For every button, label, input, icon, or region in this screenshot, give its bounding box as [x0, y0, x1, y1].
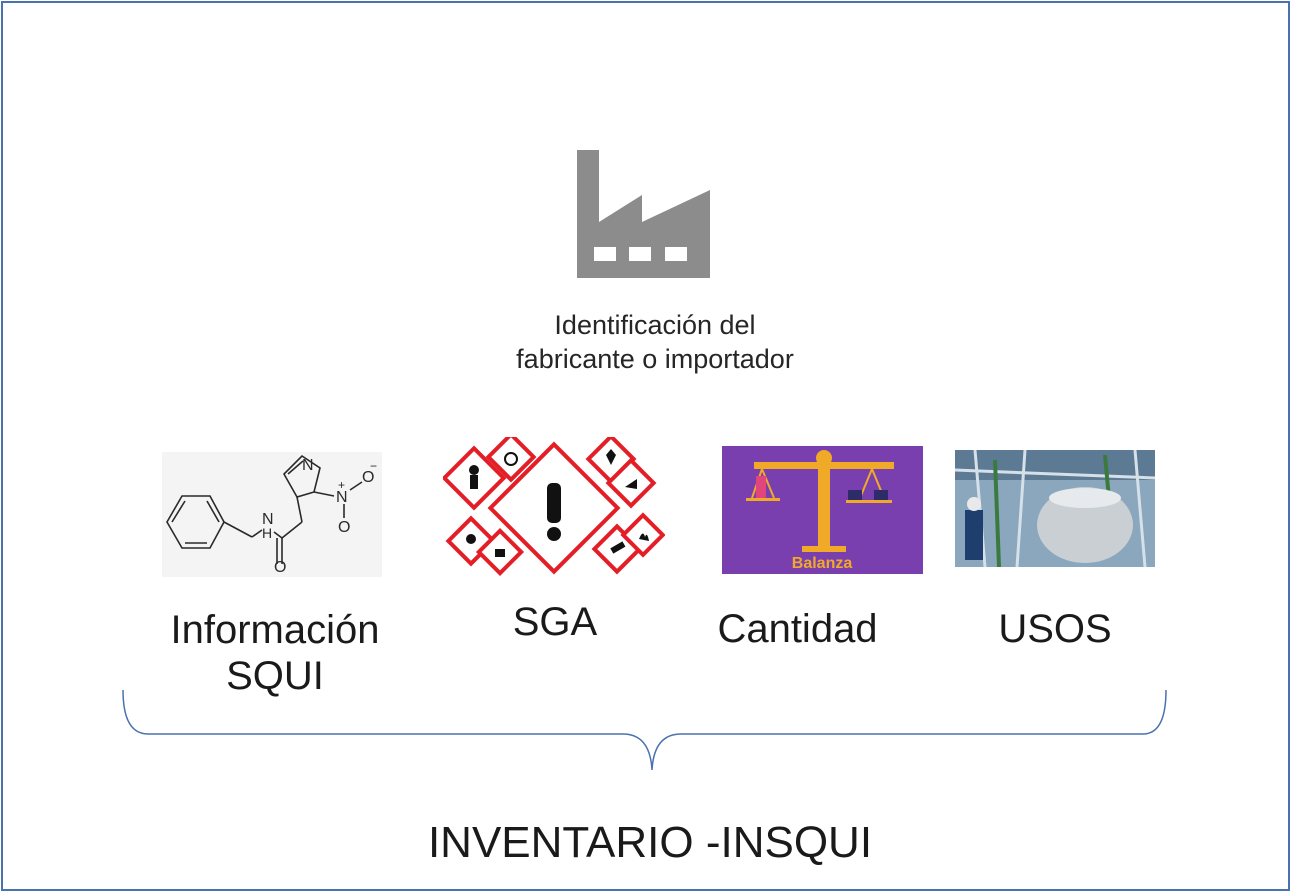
manufacturer-identification-label: Identificación del fabricante o importad… — [430, 308, 880, 376]
label-sga: SGA — [460, 599, 650, 645]
balance-scale-icon: Balanza — [722, 446, 923, 574]
factory-icon — [572, 150, 712, 278]
industrial-plant-photo-icon — [955, 450, 1155, 567]
molecule-nh-h: H — [262, 525, 272, 541]
molecule-structure-icon: N H O N N + O O − — [162, 452, 382, 577]
grouping-brace — [118, 689, 1173, 772]
identification-line-2: fabricante o importador — [516, 344, 794, 374]
label-usos-text: USOS — [998, 607, 1112, 651]
molecule-plus: + — [338, 478, 345, 492]
molecule-nitro-o-top: O — [362, 469, 374, 486]
label-cantidad-text: Cantidad — [717, 607, 878, 651]
identification-line-1: Identificación del — [554, 310, 756, 340]
label-sga-text: SGA — [512, 600, 598, 644]
ghs-hazard-pictograms-icon — [443, 437, 665, 579]
molecule-nitro-o-bottom: O — [338, 519, 350, 536]
molecule-o-carbonyl: O — [274, 559, 286, 576]
label-usos: USOS — [960, 606, 1150, 652]
label-informacion-squi: Información SQUI — [150, 607, 400, 699]
molecule-ring-n: N — [302, 457, 314, 474]
inventory-title: INVENTARIO -INSQUI — [427, 818, 873, 867]
molecule-nitro-n: N — [336, 489, 348, 506]
label-informacion-line1: Información — [170, 608, 380, 652]
molecule-minus: − — [370, 459, 377, 473]
label-informacion-line2: SQUI — [226, 654, 324, 698]
molecule-nh-n: N — [262, 511, 274, 528]
label-cantidad: Cantidad — [700, 606, 895, 652]
balance-caption: Balanza — [792, 555, 853, 572]
